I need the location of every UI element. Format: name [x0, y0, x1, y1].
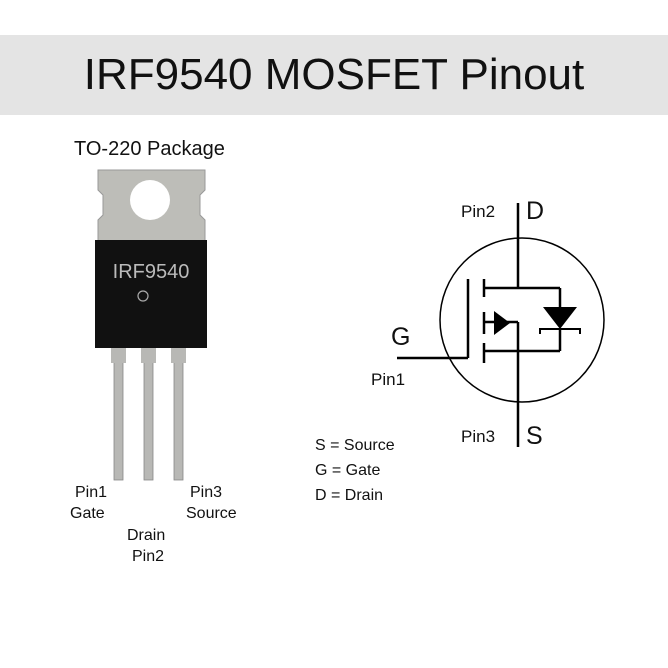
mounting-hole	[130, 180, 170, 220]
source-pin-label: Pin3	[461, 427, 496, 446]
logo-mark	[137, 290, 149, 302]
drain-label: D	[526, 197, 545, 225]
channel-arrow	[494, 311, 510, 335]
legend-gate: G = Gate	[315, 462, 381, 479]
pin2-label: Pin2	[132, 548, 165, 565]
lead-3	[173, 344, 184, 481]
lead-2	[143, 344, 154, 481]
body-diode	[543, 307, 577, 329]
title-bar: IRF9540 MOSFET Pinout	[0, 35, 668, 115]
mosfet-symbol	[397, 203, 605, 447]
pin3-name: Source	[186, 505, 237, 522]
legend-drain: D = Drain	[315, 487, 384, 504]
epoxy-body	[95, 240, 207, 348]
pin1-name: Gate	[70, 505, 105, 522]
gate-label: G	[391, 323, 411, 351]
pin1-label: Pin1	[75, 484, 108, 501]
page-title: IRF9540 MOSFET Pinout	[83, 50, 585, 99]
drain-pin-label: Pin2	[461, 202, 496, 221]
to220-package: IRF9540	[95, 169, 207, 481]
source-label: S	[526, 422, 543, 450]
part-marking: IRF9540	[113, 261, 190, 283]
symbol-circle	[439, 237, 605, 403]
legend-source: S = Source	[315, 437, 395, 454]
pin2-name: Drain	[127, 527, 166, 544]
lead-1	[113, 344, 124, 481]
gate-pin-label: Pin1	[371, 370, 406, 389]
pin3-label: Pin3	[190, 484, 223, 501]
package-label: TO-220 Package	[74, 138, 225, 160]
